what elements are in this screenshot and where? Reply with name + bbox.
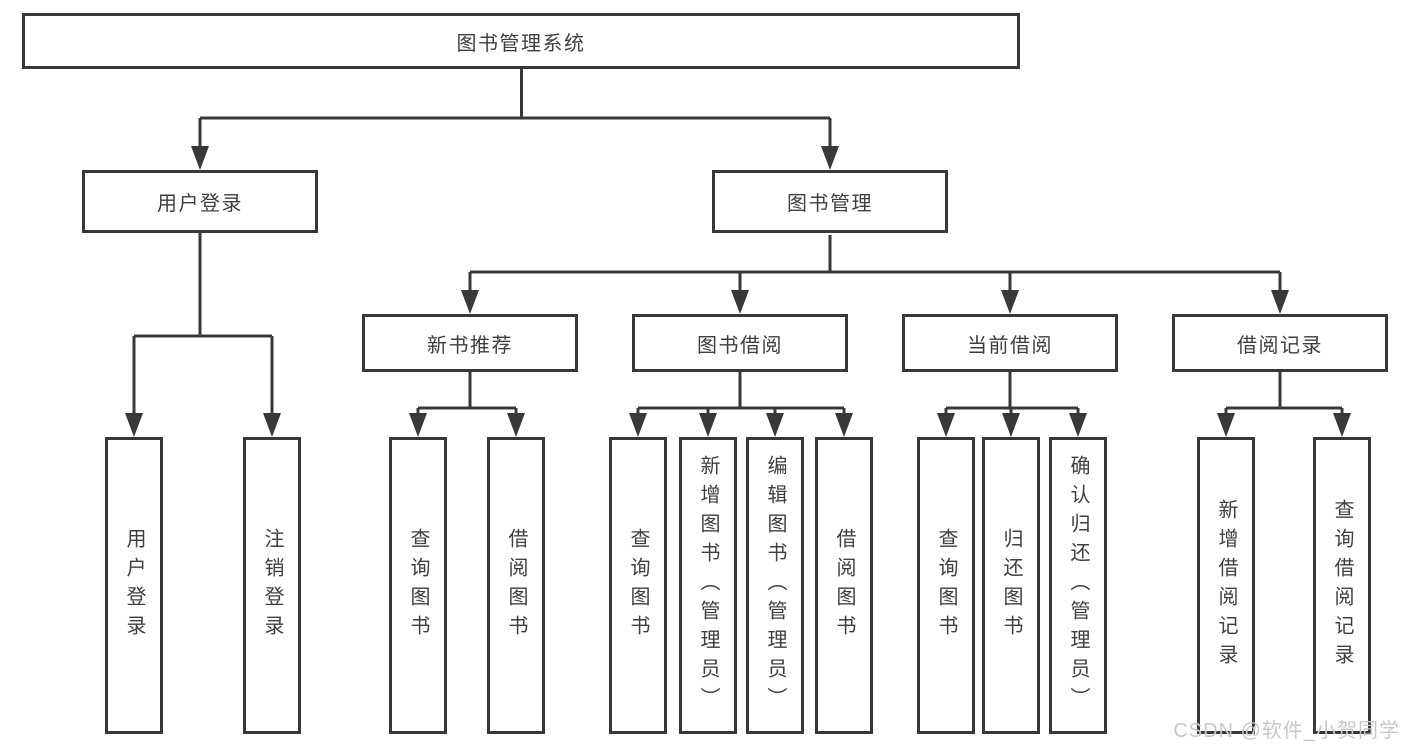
leaf-borrow-books-label: 借阅图书 — [833, 527, 855, 644]
leaf-user-login: 用户登录 — [105, 437, 163, 734]
leaf-logout-login-label: 注销登录 — [261, 527, 283, 644]
leaf-query-books-recommend: 查询图书 — [389, 437, 447, 734]
leaf-return-books-label: 归还图书 — [1000, 527, 1022, 644]
leaf-borrow-books: 借阅图书 — [815, 437, 873, 734]
leaf-edit-books-admin-label: 编辑图书（管理员） — [764, 455, 786, 716]
leaf-query-books-current-label: 查询图书 — [935, 527, 957, 644]
leaf-confirm-return-admin-label: 确认归还（管理员） — [1067, 455, 1089, 716]
node-borrow-record-label: 借阅记录 — [1237, 334, 1323, 357]
leaf-return-books: 归还图书 — [982, 437, 1040, 734]
leaf-add-borrow-record-label: 新增借阅记录 — [1215, 498, 1237, 673]
leaf-add-books-admin-label: 新增图书（管理员） — [697, 455, 719, 716]
leaf-add-books-admin: 新增图书（管理员） — [679, 437, 737, 734]
leaf-query-books-borrow-label: 查询图书 — [627, 527, 649, 644]
node-book-borrow: 图书借阅 — [632, 314, 848, 372]
node-current-borrow: 当前借阅 — [902, 314, 1118, 372]
leaf-query-borrow-record: 查询借阅记录 — [1313, 437, 1371, 734]
leaf-confirm-return-admin: 确认归还（管理员） — [1049, 437, 1107, 734]
leaf-add-borrow-record: 新增借阅记录 — [1197, 437, 1255, 734]
node-book-management-label: 图书管理 — [787, 193, 873, 215]
leaf-query-books-recommend-label: 查询图书 — [407, 527, 429, 644]
node-user-login: 用户登录 — [82, 170, 318, 233]
node-borrow-record: 借阅记录 — [1172, 314, 1388, 372]
node-root-label: 图书管理系统 — [456, 32, 586, 55]
leaf-user-login-label: 用户登录 — [123, 527, 145, 644]
node-current-borrow-label: 当前借阅 — [967, 334, 1053, 357]
node-new-book-recommend-label: 新书推荐 — [427, 334, 513, 357]
node-user-login-label: 用户登录 — [157, 193, 243, 215]
leaf-logout-login: 注销登录 — [243, 437, 301, 734]
leaf-query-books-current: 查询图书 — [917, 437, 975, 734]
csdn-watermark: CSDN @软件_小贺同学 — [1173, 720, 1400, 742]
node-new-book-recommend: 新书推荐 — [362, 314, 578, 372]
leaf-query-books-borrow: 查询图书 — [609, 437, 667, 734]
node-book-borrow-label: 图书借阅 — [697, 334, 783, 357]
leaf-borrow-books-recommend-label: 借阅图书 — [505, 527, 527, 644]
leaf-query-borrow-record-label: 查询借阅记录 — [1331, 498, 1353, 673]
leaf-borrow-books-recommend: 借阅图书 — [487, 437, 545, 734]
arrowheads — [125, 146, 1351, 437]
node-book-management: 图书管理 — [712, 170, 948, 233]
leaf-edit-books-admin: 编辑图书（管理员） — [746, 437, 804, 734]
node-root-system: 图书管理系统 — [22, 13, 1020, 69]
